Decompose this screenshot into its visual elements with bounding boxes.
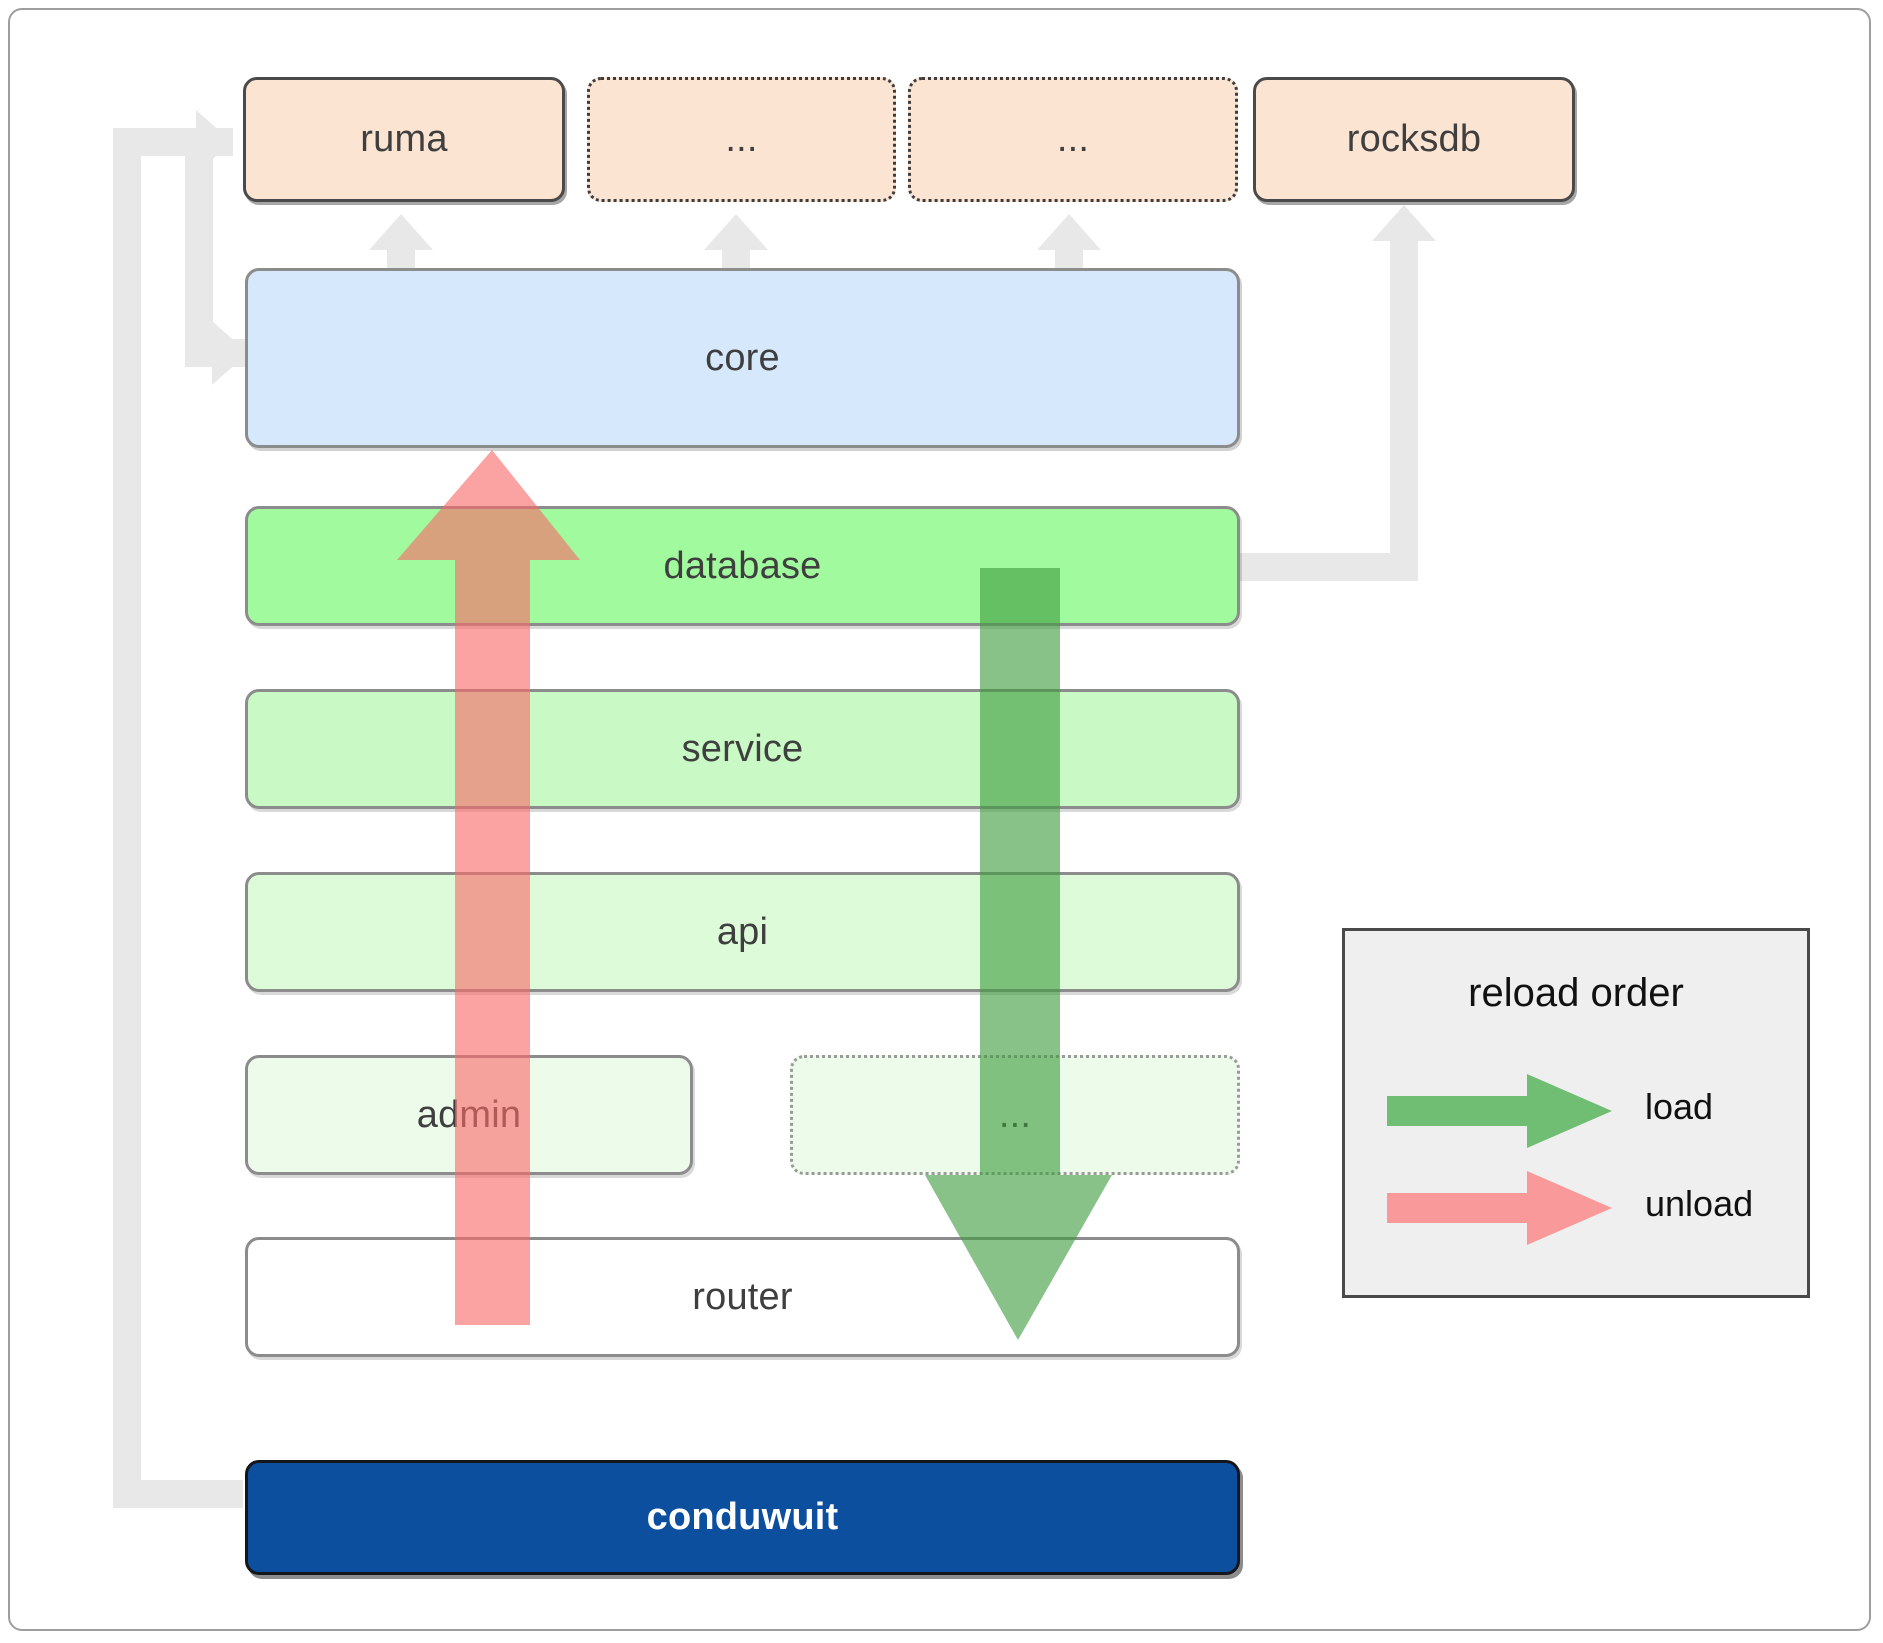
connector-database-right bbox=[1240, 553, 1418, 581]
legend-panel: reload order load unload bbox=[1342, 928, 1810, 1298]
stack-label: service bbox=[681, 727, 804, 770]
connector-branch-core-vert bbox=[185, 128, 213, 348]
dependency-box-ruma[interactable]: ruma bbox=[243, 77, 565, 202]
stack-box-ellipsis[interactable]: ... bbox=[790, 1055, 1240, 1175]
connector-arrow-core bbox=[212, 321, 248, 385]
stack-box-api[interactable]: api bbox=[245, 872, 1240, 992]
dependency-label: ... bbox=[1056, 118, 1090, 160]
stack-box-service[interactable]: service bbox=[245, 689, 1240, 809]
core-label: core bbox=[705, 336, 780, 379]
dependency-box-ellipsis-1[interactable]: ... bbox=[587, 77, 896, 202]
connector-left-trunk bbox=[113, 128, 141, 1508]
core-box[interactable]: core bbox=[245, 268, 1240, 448]
dependency-box-rocksdb[interactable]: rocksdb bbox=[1253, 77, 1575, 202]
connector-bottom-to-app bbox=[113, 1480, 243, 1508]
connector-right-vert bbox=[1390, 240, 1418, 581]
connector-core-to-ruma-arrow bbox=[369, 214, 433, 250]
connector-arrow-rocksdb bbox=[1372, 205, 1436, 241]
app-box-conduwuit[interactable]: conduwuit bbox=[245, 1460, 1240, 1575]
dependency-label: ruma bbox=[360, 118, 448, 160]
diagram-outer-frame bbox=[8, 8, 1871, 1631]
dependency-label: ... bbox=[725, 118, 758, 160]
stack-label: api bbox=[716, 910, 769, 953]
dependency-label: rocksdb bbox=[1346, 118, 1482, 160]
stack-box-database[interactable]: database bbox=[245, 506, 1240, 626]
stack-box-admin[interactable]: admin bbox=[245, 1055, 693, 1175]
legend-title: reload order bbox=[1468, 971, 1684, 1015]
connector-core-to-dep2-arrow bbox=[704, 214, 768, 250]
legend-label-load: load bbox=[1645, 1086, 1714, 1127]
stack-label: router bbox=[692, 1275, 793, 1318]
connector-core-to-dep3-arrow bbox=[1037, 214, 1101, 250]
legend-label-unload: unload bbox=[1645, 1183, 1754, 1224]
legend-unload-arrow bbox=[1387, 1171, 1612, 1245]
stack-label: admin bbox=[416, 1093, 522, 1136]
stack-label: database bbox=[663, 544, 822, 587]
app-label: conduwuit bbox=[646, 1496, 839, 1538]
dependency-box-ellipsis-2[interactable]: ... bbox=[908, 77, 1238, 202]
stack-box-router[interactable]: router bbox=[245, 1237, 1240, 1357]
stack-label: ... bbox=[998, 1093, 1032, 1136]
legend-load-arrow bbox=[1387, 1074, 1612, 1148]
